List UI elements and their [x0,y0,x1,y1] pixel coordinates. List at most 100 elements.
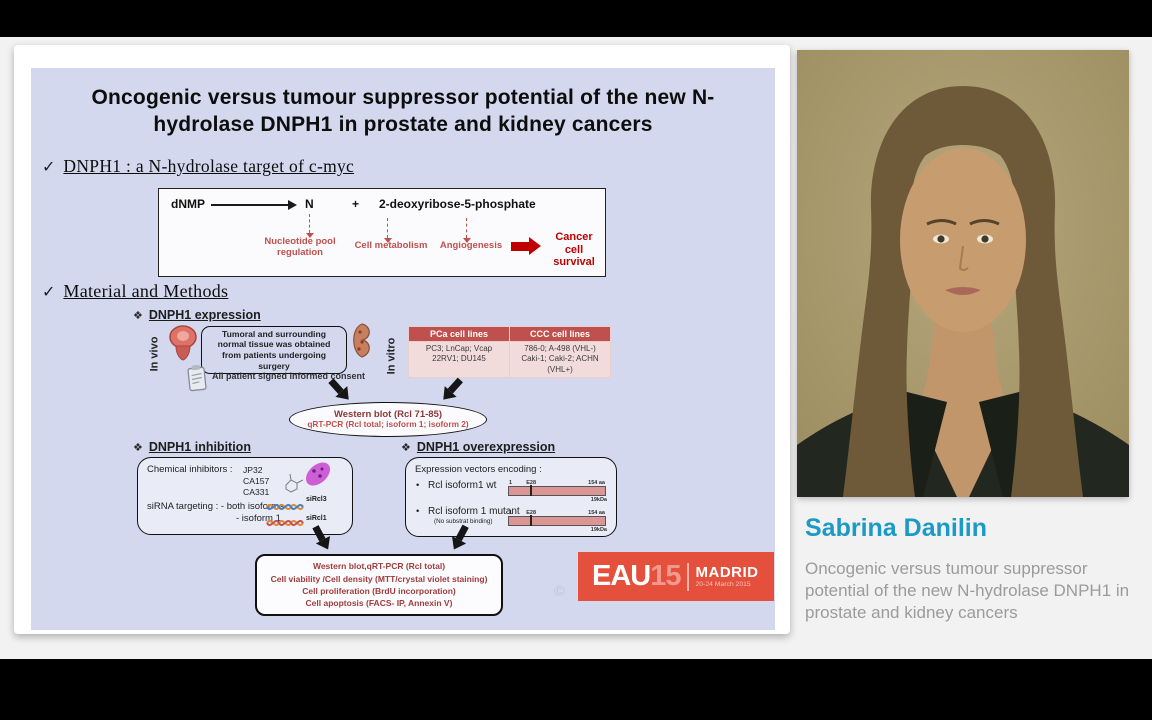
readout-line: Cell apoptosis (FACS- IP, Annexin V) [305,598,453,609]
bar-label-site: E28 [526,480,537,486]
dashed-arrow-icon [305,214,314,238]
bullet-icon: • [416,506,420,517]
inhibition-box: Chemical inhibitors : JP32 CA157 CA331 s… [137,457,353,535]
sirna-helix-icon [266,520,304,526]
readout-box: Western blot,qRT-PCR (Rcl total) Cell vi… [255,554,503,616]
bar-label-end: 154 aa [588,510,605,516]
clipboard-icon [187,364,207,392]
checkmark-icon: ✓ [42,159,56,176]
overexpression-heading-row: ❖ DNPH1 overexpression [401,440,555,454]
mutation-site-tick [530,515,532,526]
section1-heading: DNPH1 : a N-hydrolase target of c-myc [63,156,355,176]
readout-line: Western blot,qRT-PCR (Rcl total) [312,561,446,572]
consent-note: All patient signed informed consent [212,371,366,381]
letterbox-top [0,0,1152,37]
logo-dates: 20-24 March 2015 [695,580,751,588]
overexpression-heading: DNPH1 overexpression [416,440,556,454]
inhibitor-ca331: CA331 [243,487,270,497]
vector1-label: Rcl isoform1 wt [428,480,497,491]
chemical-inhibitors-label: Chemical inhibitors : [147,464,233,475]
vector2-label: Rcl isoform 1 mutant [428,506,520,517]
effect-cell-metabolism: Cell metabolism [354,240,428,251]
red-arrow-icon [511,237,541,255]
eau-congress-logo: EAU 15 MADRID 20-24 March 2015 [578,552,774,601]
bar-label-start: 1 [509,510,513,516]
tissue-note-box: Tumoral and surrounding normal tissue wa… [201,326,347,374]
overexpression-box: Expression vectors encoding : • Rcl isof… [405,457,617,537]
section-dnph1: ✓ DNPH1 : a N-hydrolase target of c-myc [42,156,354,177]
checkmark-icon: ✓ [42,284,56,301]
vectors-intro: Expression vectors encoding : [415,464,542,475]
effect-nucleotide-pool: Nucleotide pool regulation [264,236,336,258]
expression-heading: DNPH1 expression [148,308,261,322]
speaker-name: Sabrina Danilin [805,514,987,542]
reaction-plus: + [352,197,360,211]
diamond-bullet-icon: ❖ [133,310,143,322]
speaker-photo [797,50,1129,497]
ccc-line: Caki-1; Caki-2; ACHN [521,354,599,364]
inhibitor-ca157: CA157 [243,476,270,486]
sirna-helix-icon [266,504,304,510]
cell-lines-table: PCa cell lines CCC cell lines PC3; LnCap… [408,326,611,379]
kidney-icon [353,323,370,358]
slide-title: Oncogenic versus tumour suppressor poten… [91,86,715,137]
presentation-slide: Oncogenic versus tumour suppressor poten… [31,68,775,630]
assay-oval: Western blot (Rcl 71-85) qRT-PCR (Rcl to… [289,402,487,437]
ccc-line: 786-0; A-498 (VHL-) [524,344,596,353]
sirna-tag-sircl3: siRcl3 [306,496,327,503]
inhibition-heading: DNPH1 inhibition [148,440,251,454]
vector2-note: (No substrat binding) [434,518,493,525]
table-cell-ccc: 786-0; A-498 (VHL-) Caki-1; Caki-2; ACHN… [509,340,611,379]
readout-line: Cell proliferation (BrdU incorporation) [302,586,456,596]
bullet-icon: • [416,480,420,491]
assay-line1: Western blot (Rcl 71-85) [333,408,443,420]
logo-divider [686,562,689,591]
diamond-bullet-icon: ❖ [133,442,143,454]
bar-label-end: 154 aa [588,480,605,486]
prostate-icon [169,325,197,361]
section-methods: ✓ Material and Methods [42,281,228,302]
dashed-arrow-icon [383,218,392,243]
bar-label-site: E28 [526,510,537,516]
inhibitor-molecule-icon [285,462,331,493]
table-cell-pca: PC3; LnCap; Vcap 22RV1; DU145 [408,340,510,379]
bar-label-mass: 19kDa [590,527,607,533]
assay-line2: qRT-PCR (Rcl total; isoform 1; isoform 2… [307,419,469,430]
speaker-talk-title: Oncogenic versus tumour suppressor poten… [805,559,1130,622]
diamond-bullet-icon: ❖ [401,442,411,454]
slide-card: Oncogenic versus tumour suppressor poten… [14,45,790,634]
effect-angiogenesis: Angiogenesis [439,240,503,251]
copyright-icon: © [554,583,566,600]
section2-heading: Material and Methods [63,281,229,301]
pca-line: 22RV1; DU145 [432,354,486,364]
logo-org: EAU [592,560,651,592]
speaker-portrait-illustration [797,50,1129,497]
table-header-ccc: CCC cell lines [509,326,611,342]
readout-line: Cell viability /Cell density (MTT/crysta… [270,573,488,584]
vector1-bar: 1 E28 154 aa 19kDa [508,480,607,503]
pca-line: PC3; LnCap; Vcap [425,344,493,353]
inhibition-heading-row: ❖ DNPH1 inhibition [133,440,251,454]
logo-year: 15 [650,560,681,592]
logo-city: MADRID [695,564,759,582]
mutation-site-tick [530,485,532,496]
bar-label-start: 1 [509,480,513,486]
in-vivo-label: In vivo [148,336,161,372]
letterbox-bottom [0,659,1152,720]
reaction-product1: N [305,197,314,211]
reaction-product2: 2-deoxyribose-5-phosphate [379,197,536,211]
dashed-arrow-icon [462,218,471,243]
in-vitro-label: In vitro [385,337,398,375]
vector2-bar: 1 E28 154 aa 19kDa [508,510,607,533]
reaction-arrow-icon [211,200,297,210]
flow-arrow-icon [437,375,466,406]
inhibitor-jp32: JP32 [243,465,263,475]
ccc-line: (VHL+) [547,364,573,374]
outcome-cancer-survival: Cancer cell survival [553,231,595,269]
bar-label-mass: 19kDa [590,497,607,503]
sirna-tag-sircl1: siRcl1 [306,515,327,522]
reaction-substrate: dNMP [171,197,205,211]
sirna-targeting-line1: siRNA targeting : - both isoforms [147,501,284,512]
expression-heading-row: ❖ DNPH1 expression [133,308,261,322]
sirna-targeting-line2: - isoform 1 [236,513,281,524]
